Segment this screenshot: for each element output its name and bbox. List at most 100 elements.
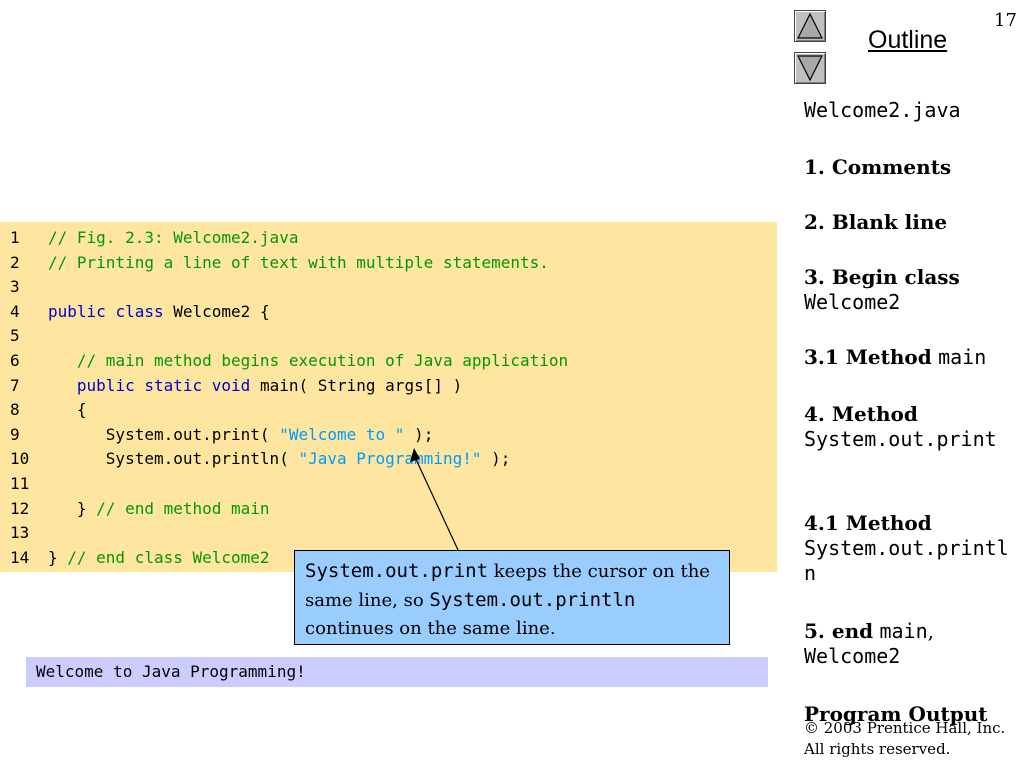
code-token: ); [404,424,434,444]
outline-item-label: 4. Method [804,402,918,426]
code-line: 14} // end class Welcome2 [0,546,777,570]
code-text: { [48,398,87,422]
code-line: 12 } // end method main [0,497,777,521]
code-text: // main method begins execution of Java … [48,349,568,373]
code-line: 6 // main method begins execution of Jav… [0,349,777,373]
triangle-down-icon [797,55,823,81]
code-line: 8 { [0,398,777,422]
code-line: 9 System.out.print( "Welcome to " ); [0,423,777,447]
code-text: // Fig. 2.3: Welcome2.java [48,226,298,250]
code-token: // end class Welcome2 [67,547,270,567]
outline-link[interactable]: Outline [868,26,948,54]
callout-text: continues on the same line. [305,618,556,639]
line-number: 10 [10,449,30,469]
line-number: 1 [10,228,20,247]
outline-item-label: 2. Blank line [804,210,948,234]
outline-file: Welcome2.java [804,98,1014,123]
code-text: System.out.println( "Java Programming!" … [48,447,511,471]
line-number: 6 [10,351,20,370]
outline-item-code: Welcome2 [804,644,901,668]
code-listing: 1 // Fig. 2.3: Welcome2.java 2 // Printing … [0,222,777,572]
program-output: Welcome to Java Programming! [26,657,768,687]
line-number: 9 [10,424,20,444]
code-token: main( String args[] ) [250,375,463,395]
outline-item-label: 3.1 Method [804,345,932,369]
line-number: 2 [10,252,20,272]
triangle-up-icon [797,13,823,39]
page-number: 17 [994,10,1017,31]
outline-item-separator: , [927,619,934,643]
code-token: { [48,400,87,420]
copyright-line: © 2003 Prentice Hall, Inc. [804,719,1006,737]
code-line: 1 // Fig. 2.3: Welcome2.java [0,226,777,250]
outline-item-label: 1. Comments [804,155,952,179]
outline-item: 4.1 Method System.out.println [804,511,1014,586]
line-number: 13 [10,523,30,543]
line-number: 3 [10,277,20,297]
code-line: 3 [0,275,777,299]
line-number: 5 [10,326,20,346]
line-number: 12 [10,498,30,518]
callout-code: System.out.println [429,589,636,611]
code-line: 11 [0,472,777,496]
line-number: 11 [10,474,30,493]
code-token: "Welcome to " [279,424,405,444]
code-token: System.out.println( [48,449,299,469]
code-token: ); [481,449,511,469]
code-line: 2 // Printing a line of text with multipl… [0,251,777,275]
outline-item-label: Program Output [804,702,988,726]
code-line: 7 public static void main( String args[]… [0,374,777,398]
previous-slide-button[interactable] [794,10,826,42]
code-token: System.out.print( [48,424,280,444]
copyright: © 2003 Prentice Hall, Inc. All rights re… [804,718,1005,760]
callout-code: System.out.print [305,560,489,582]
outline-item: 4. Method System.out.print [804,402,1014,452]
code-token: public [48,301,106,321]
outline-item-code: System.out.println [804,536,1009,585]
outline-item-label: 3. Begin class [804,265,960,289]
outline-item-code: Welcome2 [804,290,901,314]
code-token: // main method begins execution of Java … [76,351,569,370]
next-slide-button[interactable] [794,52,826,84]
callout-note: System.out.print keeps the cursor on the… [294,550,730,645]
outline-item: 3. Begin class Welcome2 [804,265,1014,315]
line-number: 7 [10,375,20,395]
code-token: } [48,498,97,518]
outline-file-name: Welcome2.java [804,98,961,122]
code-token: } [48,547,68,567]
copyright-line: All rights reserved. [804,740,951,758]
outline-item-code: main [938,345,987,369]
outline-item: Program Output [804,702,1014,727]
outline-item-code: main [879,619,928,643]
code-line: 5 [0,324,777,348]
outline-item: 5. end main, Welcome2 [804,619,1014,669]
outline-item-code: System.out.print [804,427,997,451]
code-token: // end method main [96,498,270,518]
outline-item-label: 5. end [804,619,874,643]
outline-item: 2. Blank line [804,210,1014,235]
code-token: // Printing a line of text with multiple… [48,252,549,272]
code-line: 10 System.out.println( "Java Programming… [0,447,777,471]
callout-text: keeps the cursor on the same line, so [305,561,710,611]
code-line: 13 [0,521,777,545]
code-token: class [115,301,164,321]
code-token: Welcome2 { [163,301,270,321]
code-line: 4 public class Welcome2 { [0,300,777,324]
code-text: } // end class Welcome2 [48,546,270,570]
outline-item-label: 4.1 Method [804,511,932,535]
code-token: public [76,375,135,395]
line-number: 8 [10,400,20,420]
outline-item: 3.1 Method main [804,345,1014,370]
line-number: 4 [10,301,20,321]
code-text: // Printing a line of text with multiple… [48,251,549,275]
code-text: System.out.print( "Welcome to " ); [48,423,434,447]
outline-item: 1. Comments [804,155,1014,180]
code-text: public static void main( String args[] ) [48,374,462,398]
code-text: } // end method main [48,497,270,521]
code-token: static [144,375,203,395]
code-token: // Fig. 2.3: Welcome2.java [48,228,299,247]
line-number: 14 [10,547,30,567]
code-text: public class Welcome2 { [48,300,270,324]
code-token: void [211,375,251,395]
